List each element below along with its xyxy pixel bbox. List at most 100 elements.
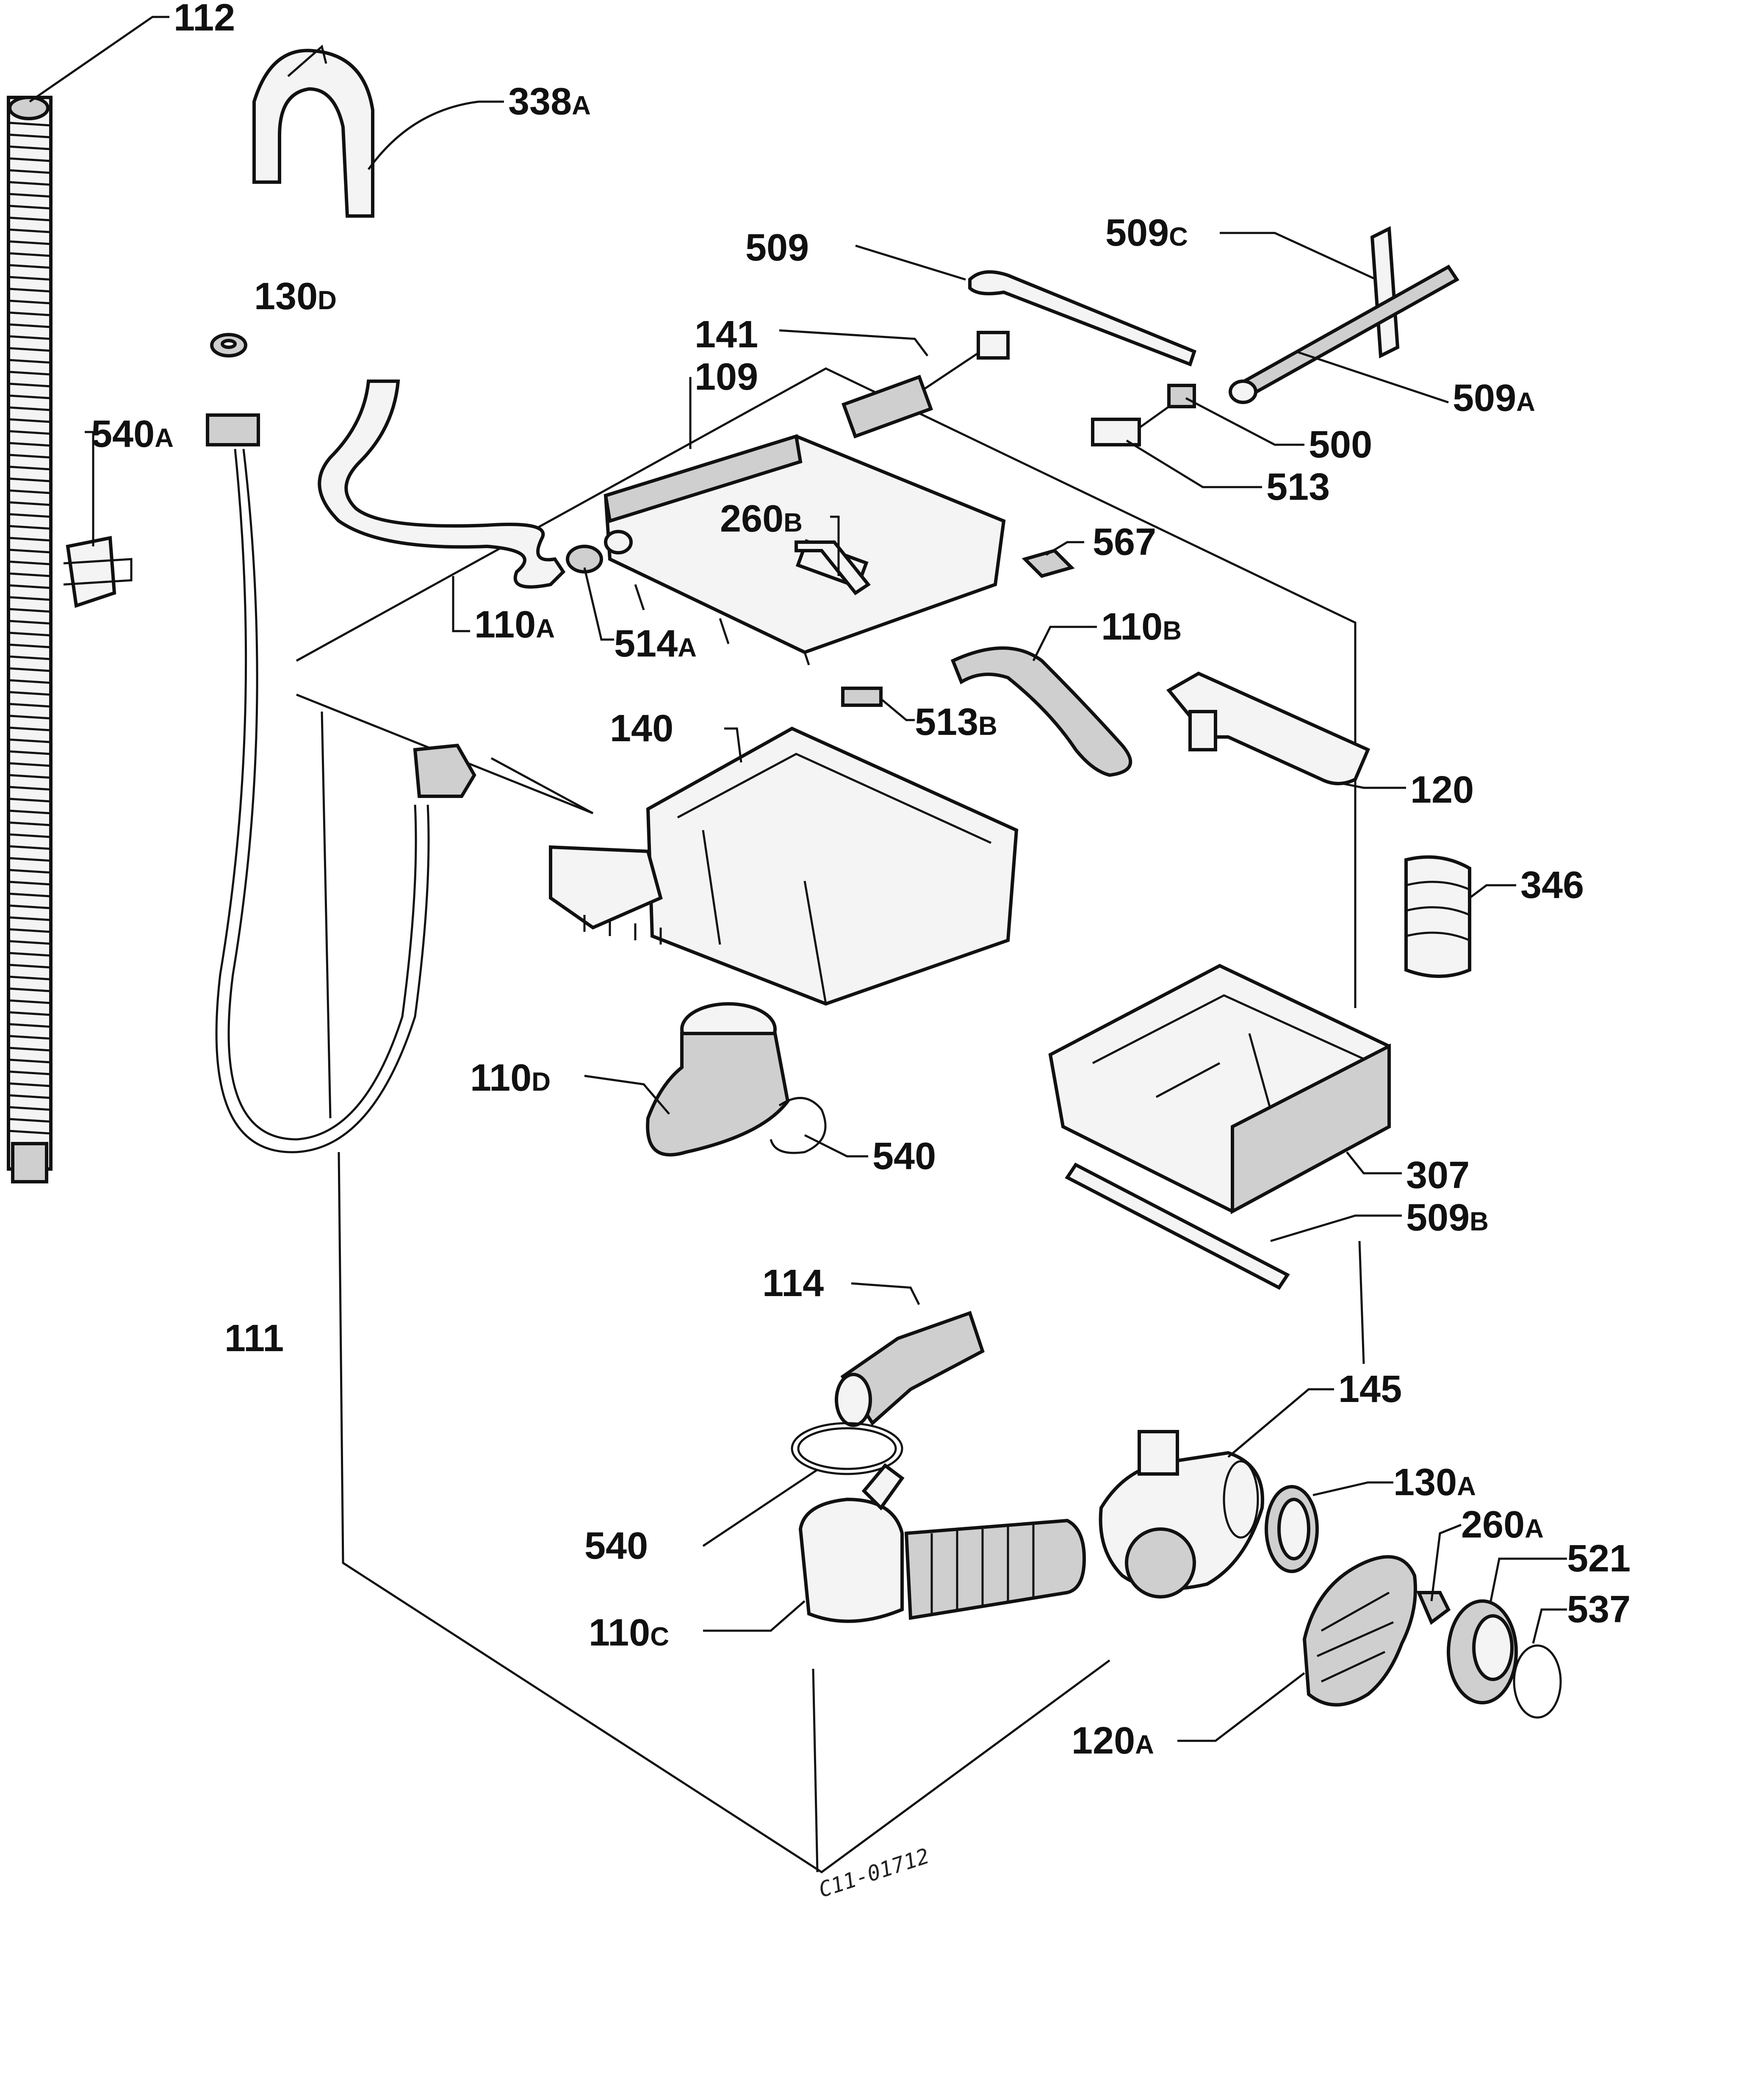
rod-part xyxy=(1229,226,1459,404)
hose-rib xyxy=(9,549,50,554)
hose-rib xyxy=(9,465,50,471)
hose-rib xyxy=(9,1011,50,1016)
corrugated-hose-part-b xyxy=(950,646,1132,777)
hose-rib xyxy=(9,738,50,743)
hose-rib xyxy=(9,821,50,826)
hose-rib xyxy=(9,335,50,340)
hose-rib xyxy=(9,382,50,388)
hose-rib xyxy=(9,1094,50,1099)
hose-rib xyxy=(9,596,50,601)
callout-346: 346 xyxy=(1520,864,1584,906)
actuator-part xyxy=(841,331,1010,439)
callout-307: 307 xyxy=(1406,1154,1470,1197)
callout-513: 513 xyxy=(1266,466,1330,508)
hose-rib xyxy=(9,1047,50,1052)
hose-rib xyxy=(9,1118,50,1123)
callout-141: 141 xyxy=(695,313,758,356)
callout-110a: 110A xyxy=(474,604,555,646)
hose-rib xyxy=(9,762,50,767)
seal-part xyxy=(1265,1485,1319,1573)
bellows-part xyxy=(1404,855,1471,978)
hose-rib xyxy=(9,667,50,672)
hose-rib xyxy=(9,584,50,589)
hose-rib xyxy=(9,501,50,506)
hose-rib xyxy=(9,715,50,720)
callout-114: 114 xyxy=(762,1262,824,1305)
callout-labels: 112 338A 130D 540A 509 509C 141 109 509A… xyxy=(91,0,1631,1762)
hose-rib xyxy=(9,1058,50,1064)
hose-rib xyxy=(9,869,50,874)
pump-housing-part xyxy=(1099,1430,1264,1599)
hose-rib xyxy=(9,679,50,684)
hose-rib xyxy=(9,999,50,1004)
hose-rib xyxy=(9,703,50,708)
hose-rib xyxy=(9,454,50,459)
nozzle-part xyxy=(646,1002,790,1157)
hose-rib xyxy=(9,240,50,245)
callout-110d: 110D xyxy=(470,1057,551,1099)
hose-rib xyxy=(9,881,50,886)
clamp-part xyxy=(770,1097,827,1154)
hose-rib xyxy=(9,311,50,316)
hose-rib xyxy=(9,406,50,411)
hose-rib xyxy=(9,252,50,257)
callout-145: 145 xyxy=(1338,1368,1402,1410)
callout-509c: 509C xyxy=(1105,212,1188,254)
hose-rib xyxy=(9,1035,50,1040)
hose-rib xyxy=(9,228,50,233)
hose-rib xyxy=(9,133,50,139)
hose-rib xyxy=(9,299,50,305)
hose-rib xyxy=(9,513,50,518)
callout-260a: 260A xyxy=(1461,1504,1544,1546)
hose-rib xyxy=(9,892,50,898)
callout-537: 537 xyxy=(1567,1588,1631,1631)
hose-rib xyxy=(9,726,50,731)
switch-part xyxy=(1091,384,1196,446)
callout-514a: 514A xyxy=(614,623,697,665)
filter-part xyxy=(1302,1555,1417,1707)
hose-rib xyxy=(9,157,50,162)
hose-rib xyxy=(9,608,50,613)
hose-rib xyxy=(9,477,50,482)
hose-rib xyxy=(9,169,50,174)
small-spring-part xyxy=(1416,1591,1451,1625)
clip-part xyxy=(63,536,133,608)
hose-rib xyxy=(9,216,50,222)
clamp-ring-part xyxy=(791,1422,903,1475)
hose-rib xyxy=(9,489,50,494)
hose-rib xyxy=(9,655,50,660)
callout-567: 567 xyxy=(1093,521,1156,563)
callout-120: 120 xyxy=(1410,769,1474,811)
hose-rib xyxy=(9,774,50,779)
hose-rib xyxy=(9,560,50,565)
hose-hook-part xyxy=(252,44,374,218)
hose-rib xyxy=(9,525,50,530)
hose-rib xyxy=(9,193,50,198)
hose-rib xyxy=(9,786,50,791)
callout-338a: 338A xyxy=(508,80,591,123)
hose-rib xyxy=(9,394,50,399)
callout-120a: 120A xyxy=(1071,1720,1154,1762)
hose-rib xyxy=(9,833,50,838)
hose-rib xyxy=(9,276,50,281)
hose-rib xyxy=(9,1023,50,1028)
hose-rib xyxy=(9,750,50,755)
hose-rib xyxy=(9,857,50,862)
callout-260b: 260B xyxy=(720,498,803,540)
callout-509a: 509A xyxy=(1453,377,1535,419)
spring-part xyxy=(795,540,871,596)
callout-111: 111 xyxy=(224,1317,284,1360)
hose-rib xyxy=(9,347,50,352)
cabinet-outline xyxy=(296,367,1365,1874)
hose-rib xyxy=(9,940,50,945)
pressure-switch-part xyxy=(835,1310,985,1427)
hose-rib xyxy=(9,916,50,921)
callout-109: 109 xyxy=(695,356,758,398)
hose-rib xyxy=(9,1070,50,1075)
small-switch-part xyxy=(841,687,883,707)
leader-lines xyxy=(29,16,1567,1742)
hose-rib xyxy=(9,418,50,423)
inlet-hose-part xyxy=(206,413,476,1153)
hose-rib xyxy=(9,845,50,850)
tray-part xyxy=(1166,671,1370,785)
